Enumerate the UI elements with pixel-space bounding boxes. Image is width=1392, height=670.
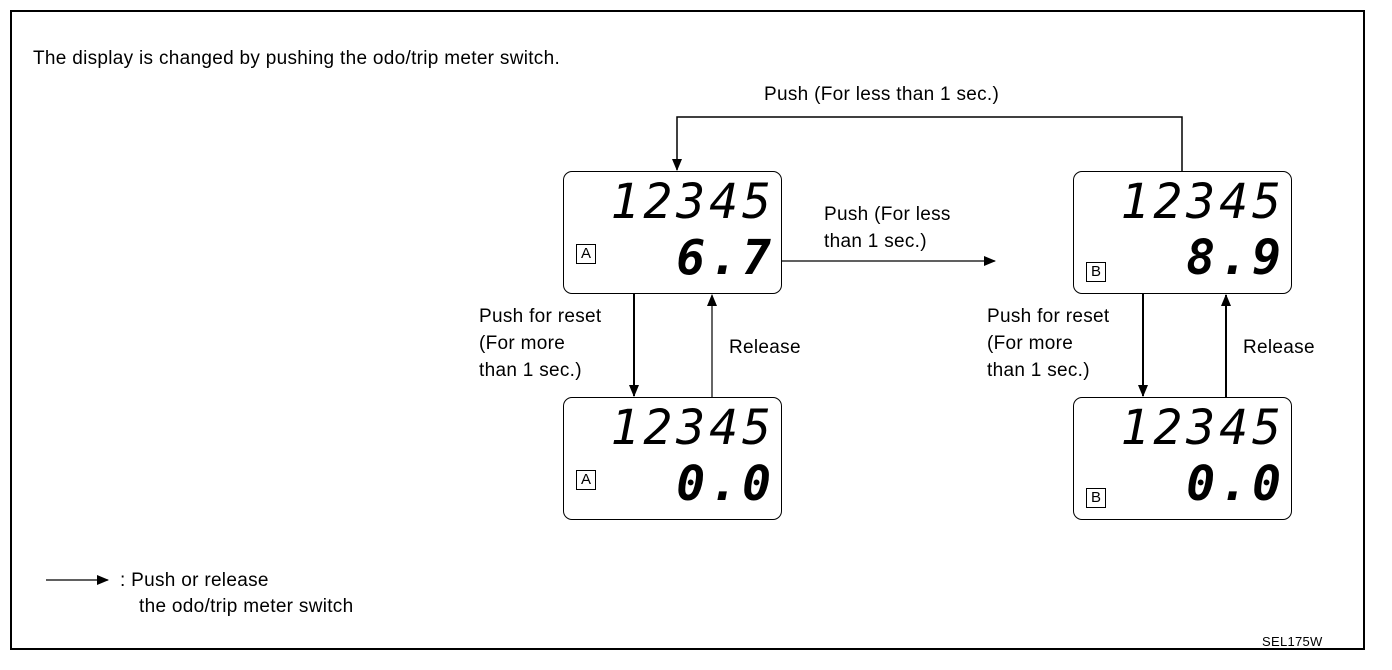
odometer-value: 12345	[1120, 174, 1285, 230]
odometer-value: 12345	[1120, 400, 1285, 456]
a-reset-label-line1: Push for reset	[479, 306, 602, 327]
display-b-reset: 12345 B 0.0	[1073, 397, 1292, 520]
a-release-label: Release	[729, 337, 801, 358]
trip-value: 0.0	[676, 456, 775, 512]
trip-value: 6.7	[676, 230, 775, 286]
trip-value: 8.9	[1186, 230, 1285, 286]
b-reset-label-line1: Push for reset	[987, 306, 1110, 327]
a-reset-label-line3: than 1 sec.)	[479, 360, 582, 381]
middle-push-label-line2: than 1 sec.)	[824, 231, 927, 252]
figure-code: SEL175W	[1262, 634, 1323, 649]
top-push-label: Push (For less than 1 sec.)	[764, 84, 1000, 105]
odometer-value: 12345	[610, 174, 775, 230]
b-release-label: Release	[1243, 337, 1315, 358]
trip-badge: A	[576, 244, 596, 264]
b-reset-label-line2: (For more	[987, 333, 1074, 354]
display-b-trip: 12345 B 8.9	[1073, 171, 1292, 294]
diagram-frame	[10, 10, 1365, 650]
legend-line1: : Push or release	[120, 570, 269, 591]
arrow-b-to-a	[672, 116, 1183, 172]
middle-push-label-line1: Push (For less	[824, 204, 951, 225]
b-reset-label-line3: than 1 sec.)	[987, 360, 1090, 381]
a-reset-label-line2: (For more	[479, 333, 566, 354]
trip-badge: A	[576, 470, 596, 490]
trip-badge: B	[1086, 488, 1106, 508]
legend-line2: the odo/trip meter switch	[139, 596, 354, 617]
trip-value: 0.0	[1186, 456, 1285, 512]
trip-badge: B	[1086, 262, 1106, 282]
display-a-reset: 12345 A 0.0	[563, 397, 782, 520]
display-a-trip: 12345 A 6.7	[563, 171, 782, 294]
description-text: The display is changed by pushing the od…	[33, 48, 561, 69]
odometer-value: 12345	[610, 400, 775, 456]
